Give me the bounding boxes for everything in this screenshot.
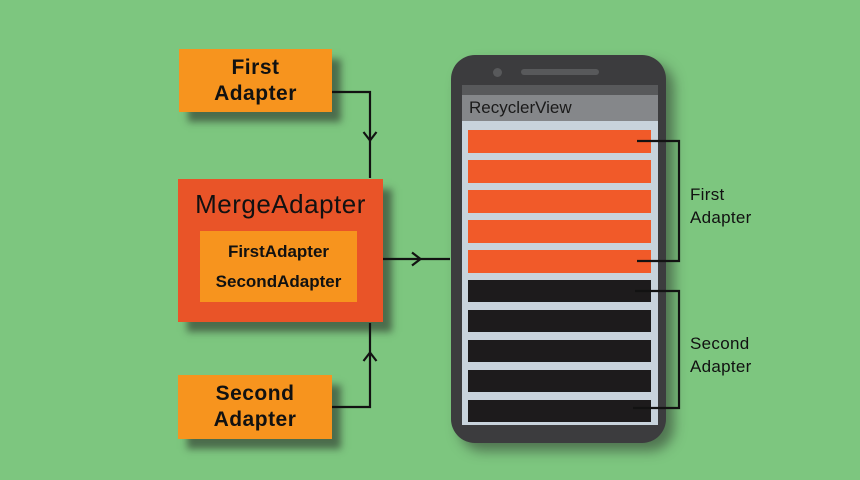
merge-inner-first-adapter-label: FirstAdapter [227, 242, 330, 262]
first-adapter-box-label-line1: First [231, 55, 280, 79]
first-annotation-line1: First [690, 185, 725, 204]
arrow-second-adapter-to-merge [332, 323, 372, 409]
status-bar-strip [462, 85, 658, 95]
merge-adapter-title: MergeAdapter [195, 189, 366, 219]
second-adapter-box-label-line1: Second [215, 382, 295, 405]
second-adapter-box-label-line2: Adapter [213, 408, 297, 431]
phone-speaker-bar-icon [521, 69, 599, 75]
second-annotation-line2: Adapter [690, 357, 752, 376]
second-adapter-box: Second Adapter [178, 375, 332, 439]
recycler-item-first-adapter [468, 220, 651, 243]
recyclerview-appbar: RecyclerView [462, 95, 658, 121]
recycler-item-second-adapter [468, 340, 651, 362]
merge-adapter-box: MergeAdapter FirstAdapter SecondAdapter [178, 179, 383, 322]
first-adapter-annotation-label: First Adapter [690, 183, 752, 229]
recycler-item-second-adapter [468, 310, 651, 332]
phone-mockup: RecyclerView [451, 55, 666, 443]
phone-screen: RecyclerView [462, 85, 658, 425]
second-adapter-annotation-label: Second Adapter [690, 332, 752, 378]
first-annotation-line2: Adapter [690, 208, 752, 227]
arrowhead-right-icon [411, 251, 423, 267]
first-adapter-box-label: First Adapter [214, 55, 297, 107]
first-adapter-box-label-line2: Adapter [214, 81, 297, 105]
arrowhead-up-icon [362, 350, 378, 362]
recycler-item-second-adapter [468, 370, 651, 392]
recycler-list [468, 130, 651, 425]
merge-adapter-inner-box: FirstAdapter SecondAdapter [200, 231, 357, 302]
merge-inner-second-adapter-label: SecondAdapter [215, 271, 342, 291]
recyclerview-appbar-label: RecyclerView [469, 98, 572, 117]
second-adapter-box-label: Second Adapter [214, 381, 297, 433]
recycler-item-second-adapter [468, 400, 651, 422]
phone-camera-dot-icon [493, 68, 502, 77]
recycler-item-first-adapter [468, 250, 651, 273]
second-annotation-line1: Second [690, 334, 750, 353]
first-adapter-box: First Adapter [179, 49, 332, 112]
arrowhead-down-icon [362, 131, 378, 143]
arrow-first-adapter-to-merge [332, 90, 372, 178]
recycler-item-first-adapter [468, 130, 651, 153]
recycler-item-first-adapter [468, 190, 651, 213]
recycler-item-second-adapter [468, 280, 651, 302]
recycler-item-first-adapter [468, 160, 651, 183]
